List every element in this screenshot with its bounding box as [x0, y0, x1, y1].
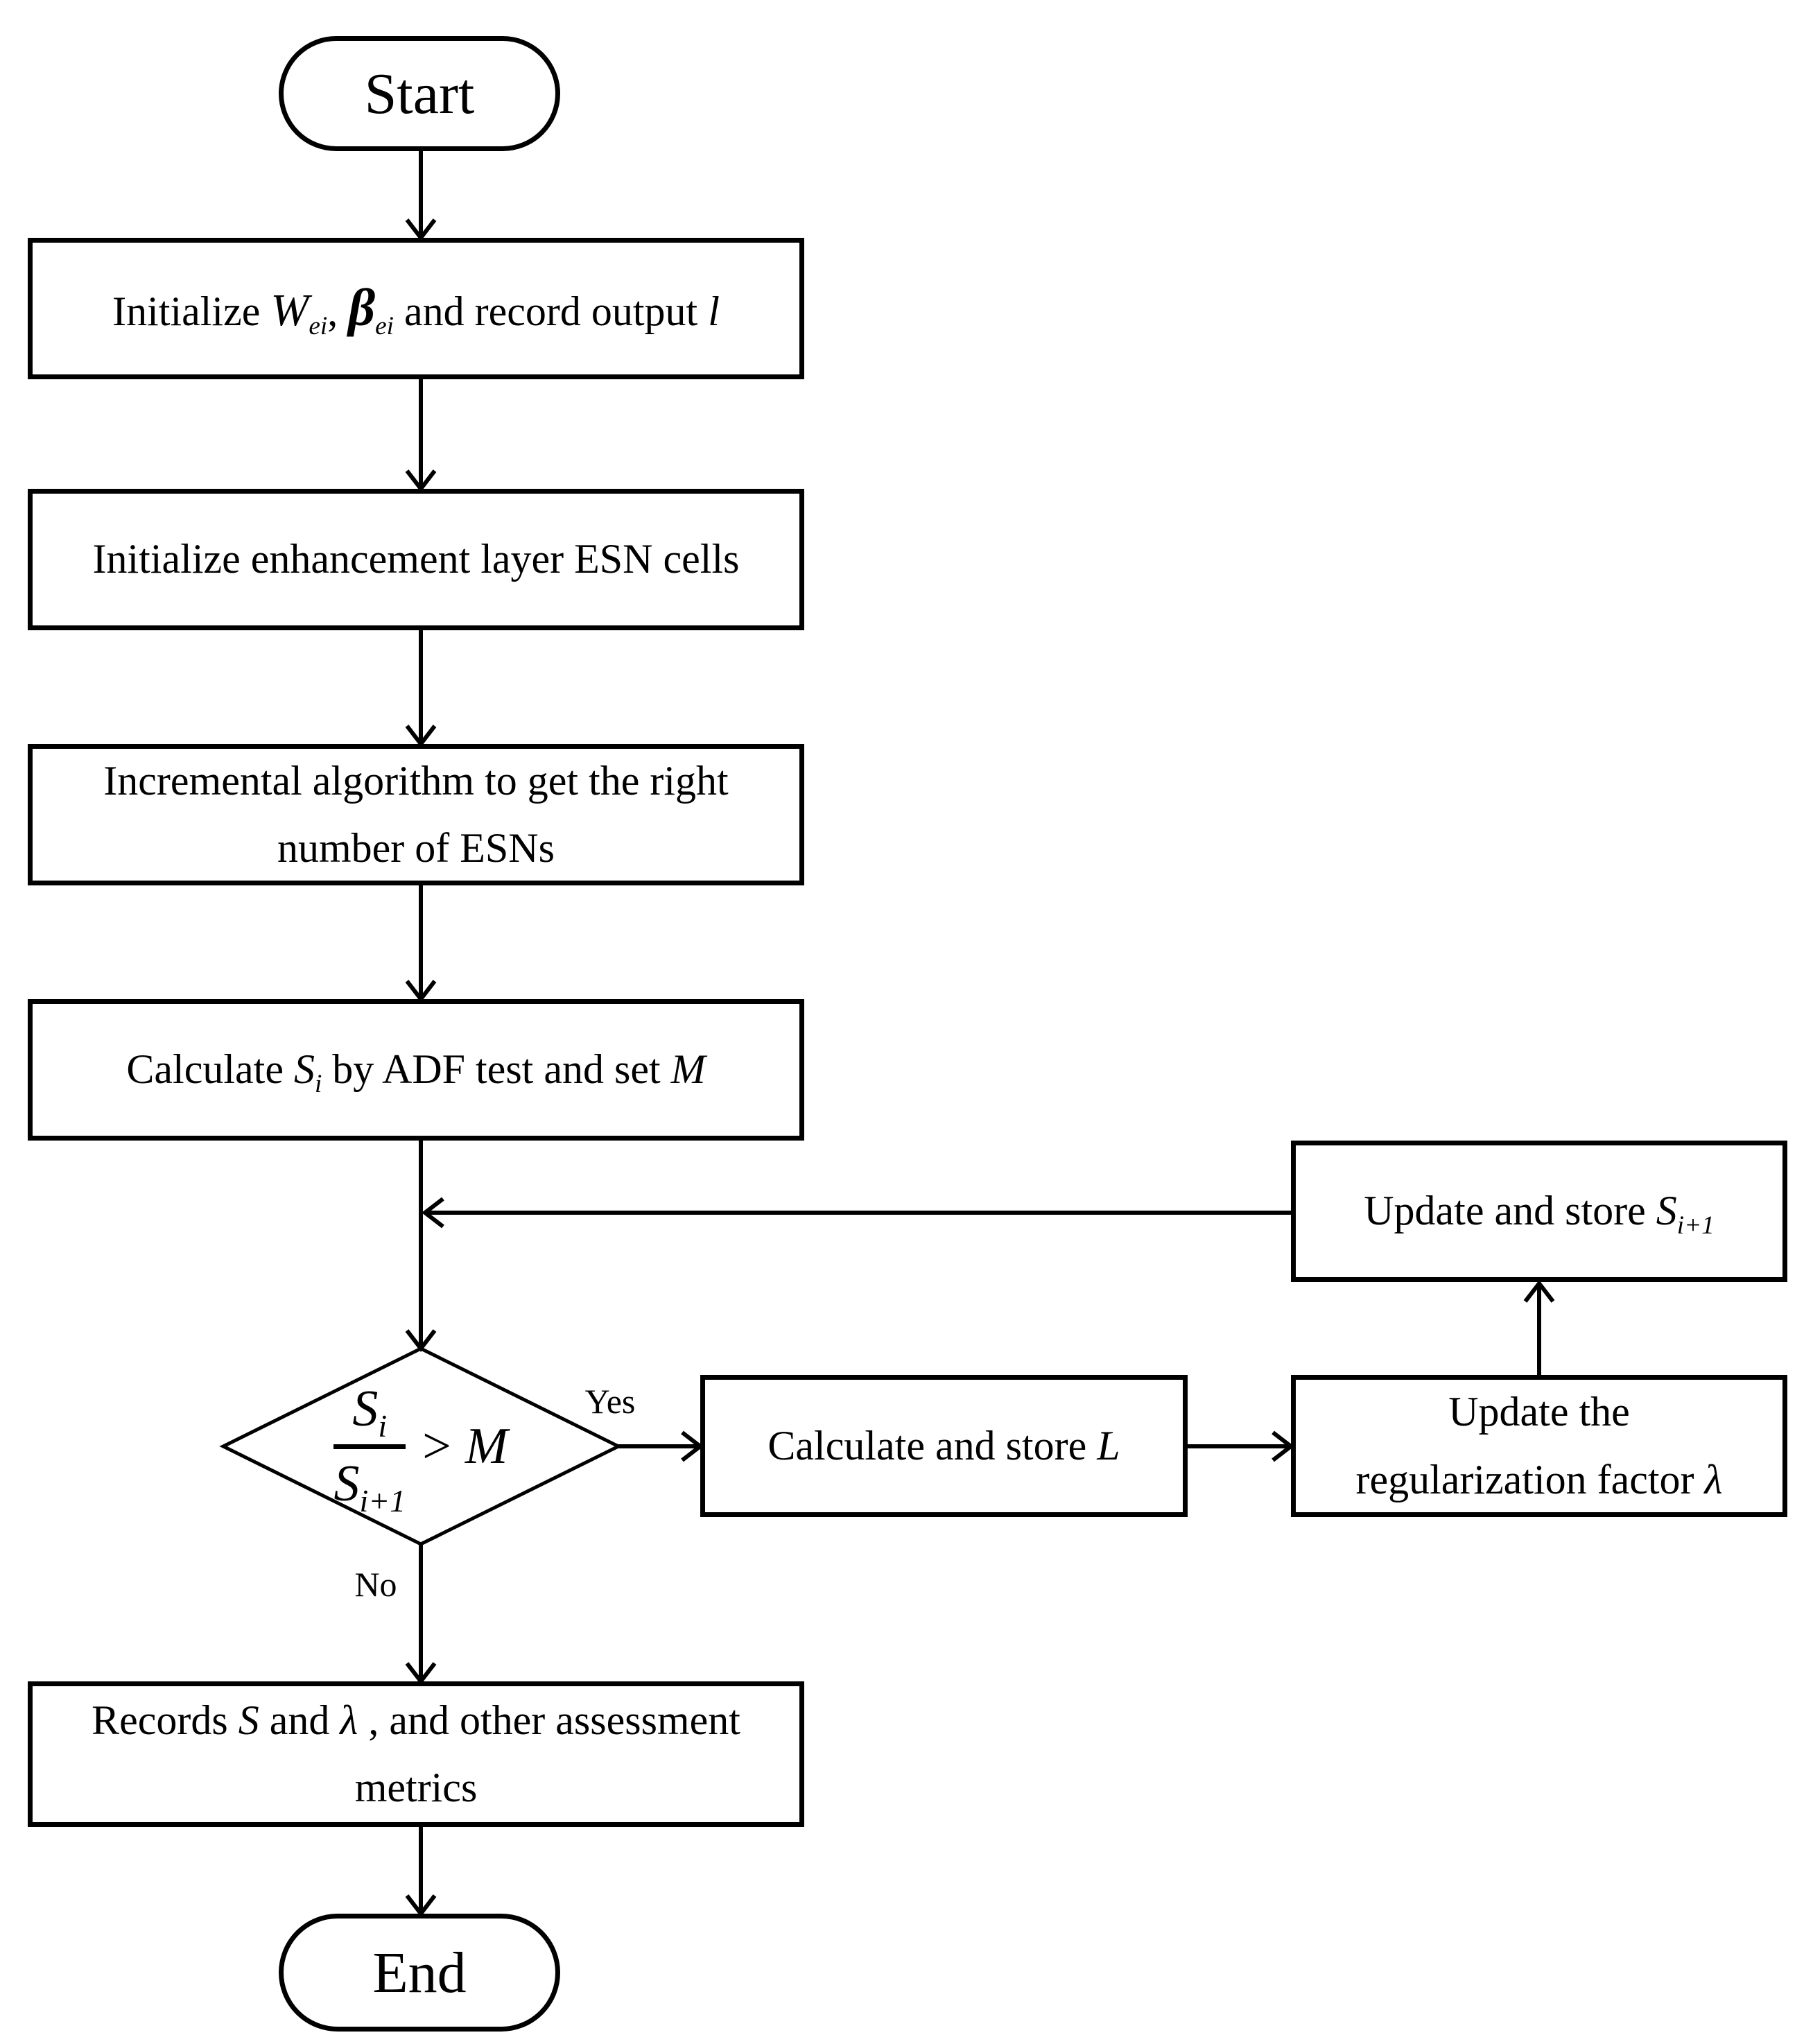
arrowhead-left-icon — [422, 1197, 444, 1229]
lambda-symbol: λ — [1704, 1456, 1723, 1502]
update-s-box: Update and store Si+1 — [1291, 1141, 1787, 1282]
m-symbol: M — [670, 1046, 706, 1093]
s-symbol: S — [1656, 1188, 1677, 1234]
init-esn-label: Initialize enhancement layer ESN cells — [92, 536, 740, 582]
fraction-bar — [333, 1444, 406, 1449]
decision-condition: Si Si+1 > M — [223, 1358, 618, 1535]
threshold-symbol: M — [465, 1417, 508, 1475]
lambda-symbol: λ — [340, 1697, 358, 1743]
end-terminal: End — [279, 1914, 560, 2032]
beta-symbol: β — [348, 279, 376, 338]
weight-symbol: W — [270, 285, 309, 336]
start-label: Start — [364, 61, 475, 126]
init-weights-box: Initialize Wei, βei and record output l — [28, 238, 804, 379]
start-terminal: Start — [279, 36, 560, 151]
s-symbol: S — [238, 1697, 259, 1743]
ratio-fraction: Si Si+1 — [333, 1380, 406, 1518]
arrowhead-down-icon — [405, 1329, 437, 1352]
s-symbol: S — [293, 1046, 315, 1093]
update-s-label: Update and store Si+1 — [1364, 1188, 1715, 1240]
l-symbol: L — [1097, 1422, 1120, 1469]
adf-label: Calculate Si by ADF test and set M — [126, 1046, 706, 1099]
calc-store-l-label: Calculate and store L — [767, 1422, 1120, 1469]
init-weights-label: Initialize Wei, βei and record output l — [112, 279, 720, 341]
calc-store-l-box: Calculate and store L — [700, 1375, 1188, 1517]
end-label: End — [372, 1940, 467, 2005]
yes-label: Yes — [584, 1382, 636, 1421]
adf-box: Calculate Si by ADF test and set M — [28, 999, 804, 1141]
arrowhead-up-icon — [1523, 1280, 1555, 1303]
no-label: No — [354, 1565, 397, 1604]
output-symbol: l — [708, 288, 720, 335]
init-esn-box: Initialize enhancement layer ESN cells — [28, 489, 804, 630]
greater-than-symbol: > — [422, 1417, 451, 1475]
